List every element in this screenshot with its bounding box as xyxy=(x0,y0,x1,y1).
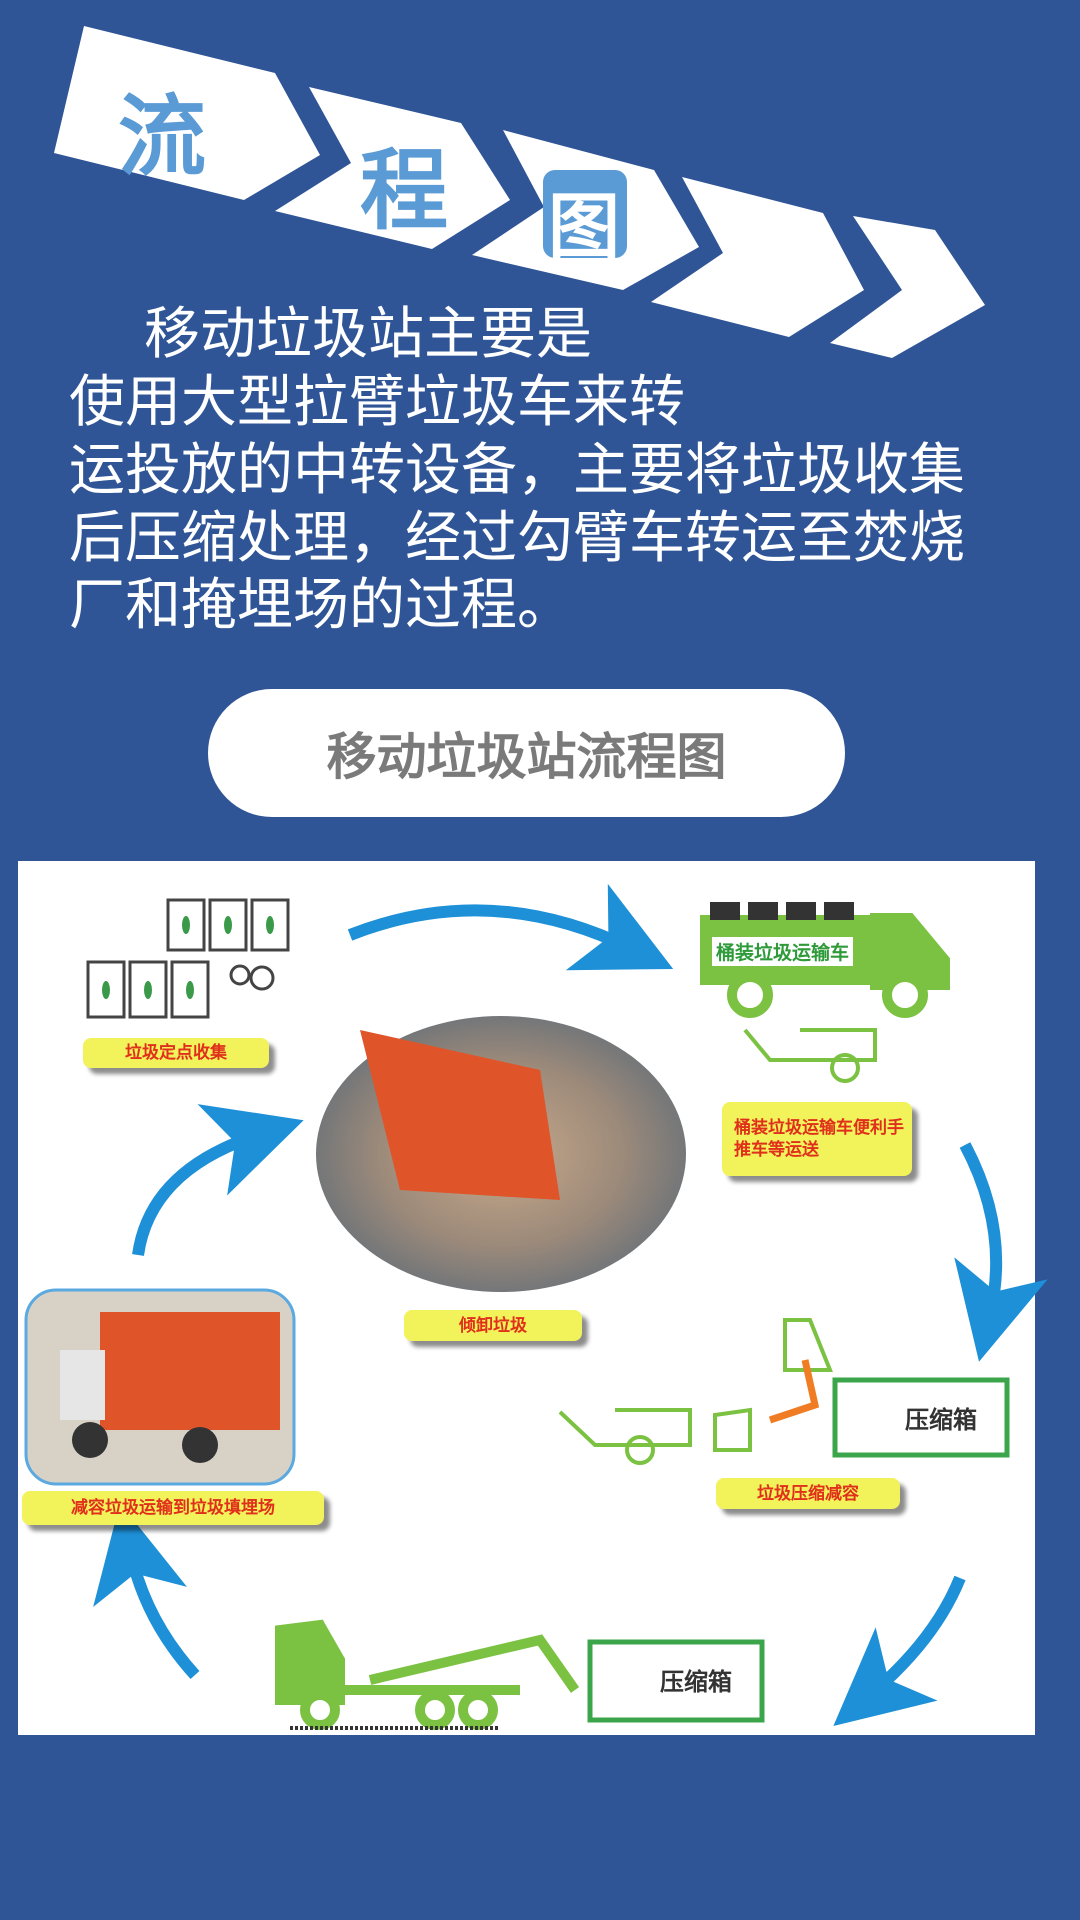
arrow-collect-to-truck xyxy=(347,883,674,971)
chevron-5 xyxy=(830,216,985,358)
hand-cart-icon xyxy=(743,1028,877,1083)
intro-line-4: 后压缩处理，经过勾臂车转运至焚烧 xyxy=(69,506,965,571)
truck-sign: 桶装垃圾运输车 xyxy=(712,937,854,966)
banner-char-tu: 图 xyxy=(548,185,621,269)
compress-box-1 xyxy=(832,1377,1010,1458)
chevron-4 xyxy=(651,177,864,337)
chevron-1 xyxy=(54,26,320,200)
intro-line-2: 使用大型拉臂垃圾车来转 xyxy=(69,370,685,435)
hook-arm-truck-icon xyxy=(275,1619,580,1730)
intro-line-1: 移动垃圾站主要是 xyxy=(144,302,592,367)
label-compress: 垃圾压缩减容 xyxy=(716,1478,900,1509)
banner-char-liu: 流 xyxy=(118,85,207,188)
section-title-pill: 移动垃圾站流程图 xyxy=(208,689,845,817)
intro-line-3: 运投放的中转设备，主要将垃圾收集 xyxy=(69,438,965,503)
chevron-2 xyxy=(275,87,510,249)
label-collect: 垃圾定点收集 xyxy=(83,1038,269,1068)
arrow-hookarm-to-landfill xyxy=(93,1503,200,1680)
compress-box-2 xyxy=(587,1639,765,1723)
compress-box-1-label: 压缩箱 xyxy=(905,1406,977,1434)
label-dump: 倾卸垃圾 xyxy=(404,1310,582,1341)
tu-char-box xyxy=(543,170,627,258)
arrow-compress-to-hookarm xyxy=(833,1575,966,1727)
intro-line-5: 厂和掩埋场的过程。 xyxy=(69,573,573,638)
banner-char-cheng: 程 xyxy=(360,139,449,242)
label-landfill: 减容垃圾运输到垃圾填埋场 xyxy=(22,1491,324,1525)
section-title: 移动垃圾站流程图 xyxy=(326,727,727,786)
arrow-landfill-to-dump xyxy=(132,1104,304,1256)
trash-bins-icon xyxy=(86,898,290,1019)
compression-scene-icon xyxy=(558,1318,833,1465)
arrow-truck-to-compress xyxy=(954,1142,1048,1362)
compress-box-2-label: 压缩箱 xyxy=(660,1668,732,1696)
label-transport: 桶装垃圾运输车便利手推车等运送 xyxy=(722,1102,912,1176)
